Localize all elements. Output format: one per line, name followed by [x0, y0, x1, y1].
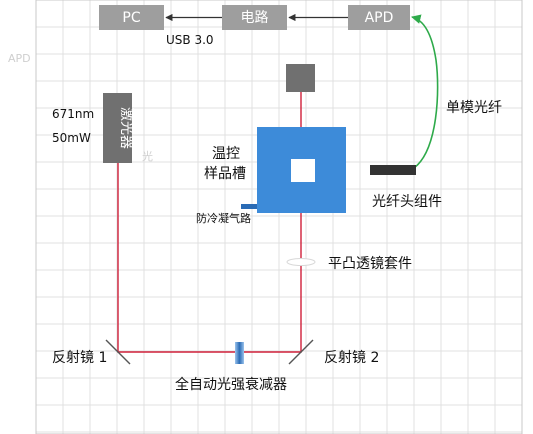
ghost-light-label: 光 — [142, 149, 153, 163]
apd-box — [348, 5, 410, 30]
grid-border — [35, 0, 523, 434]
background-grid — [35, 0, 523, 434]
usb-label: USB 3.0 — [166, 33, 214, 47]
detector-square — [286, 64, 315, 92]
single-mode-fiber-label: 单模光纤 — [446, 100, 502, 116]
mirror-2-label: 反射镜 2 — [324, 350, 379, 366]
apd-label: APD — [365, 10, 394, 26]
ghost-apd-label: APD — [8, 52, 31, 65]
laser-wavelength-label: 671nm — [52, 107, 94, 121]
attenuator-label: 全自动光强衰减器 — [175, 376, 287, 393]
temp-stage-label-line2: 样品槽 — [204, 166, 246, 182]
lens — [286, 258, 316, 266]
sample-window — [291, 159, 315, 182]
circuit-box — [222, 5, 287, 30]
fiber-head — [370, 165, 416, 175]
mirror-1-label: 反射镜 1 — [52, 350, 107, 366]
laser-label: 激光器 — [118, 107, 135, 149]
single-mode-fiber — [411, 14, 439, 169]
mirror-2 — [288, 339, 314, 365]
laser-box — [103, 93, 132, 163]
pc-box — [99, 5, 164, 30]
temp-stage-label-line1: 温控 — [212, 146, 240, 162]
circuit-label: 电路 — [241, 10, 269, 26]
mirror-1 — [105, 339, 131, 365]
anti-condensation-port — [241, 204, 257, 209]
laser-power-label: 50mW — [52, 131, 91, 145]
attenuator — [235, 342, 244, 364]
fiber-head-label: 光纤头组件 — [372, 194, 442, 210]
laser-beam — [117, 92, 302, 353]
pc-label: PC — [122, 10, 140, 26]
anti-condensation-label: 防冷凝气路 — [196, 211, 251, 225]
lens-kit-label: 平凸透镜套件 — [328, 256, 412, 272]
